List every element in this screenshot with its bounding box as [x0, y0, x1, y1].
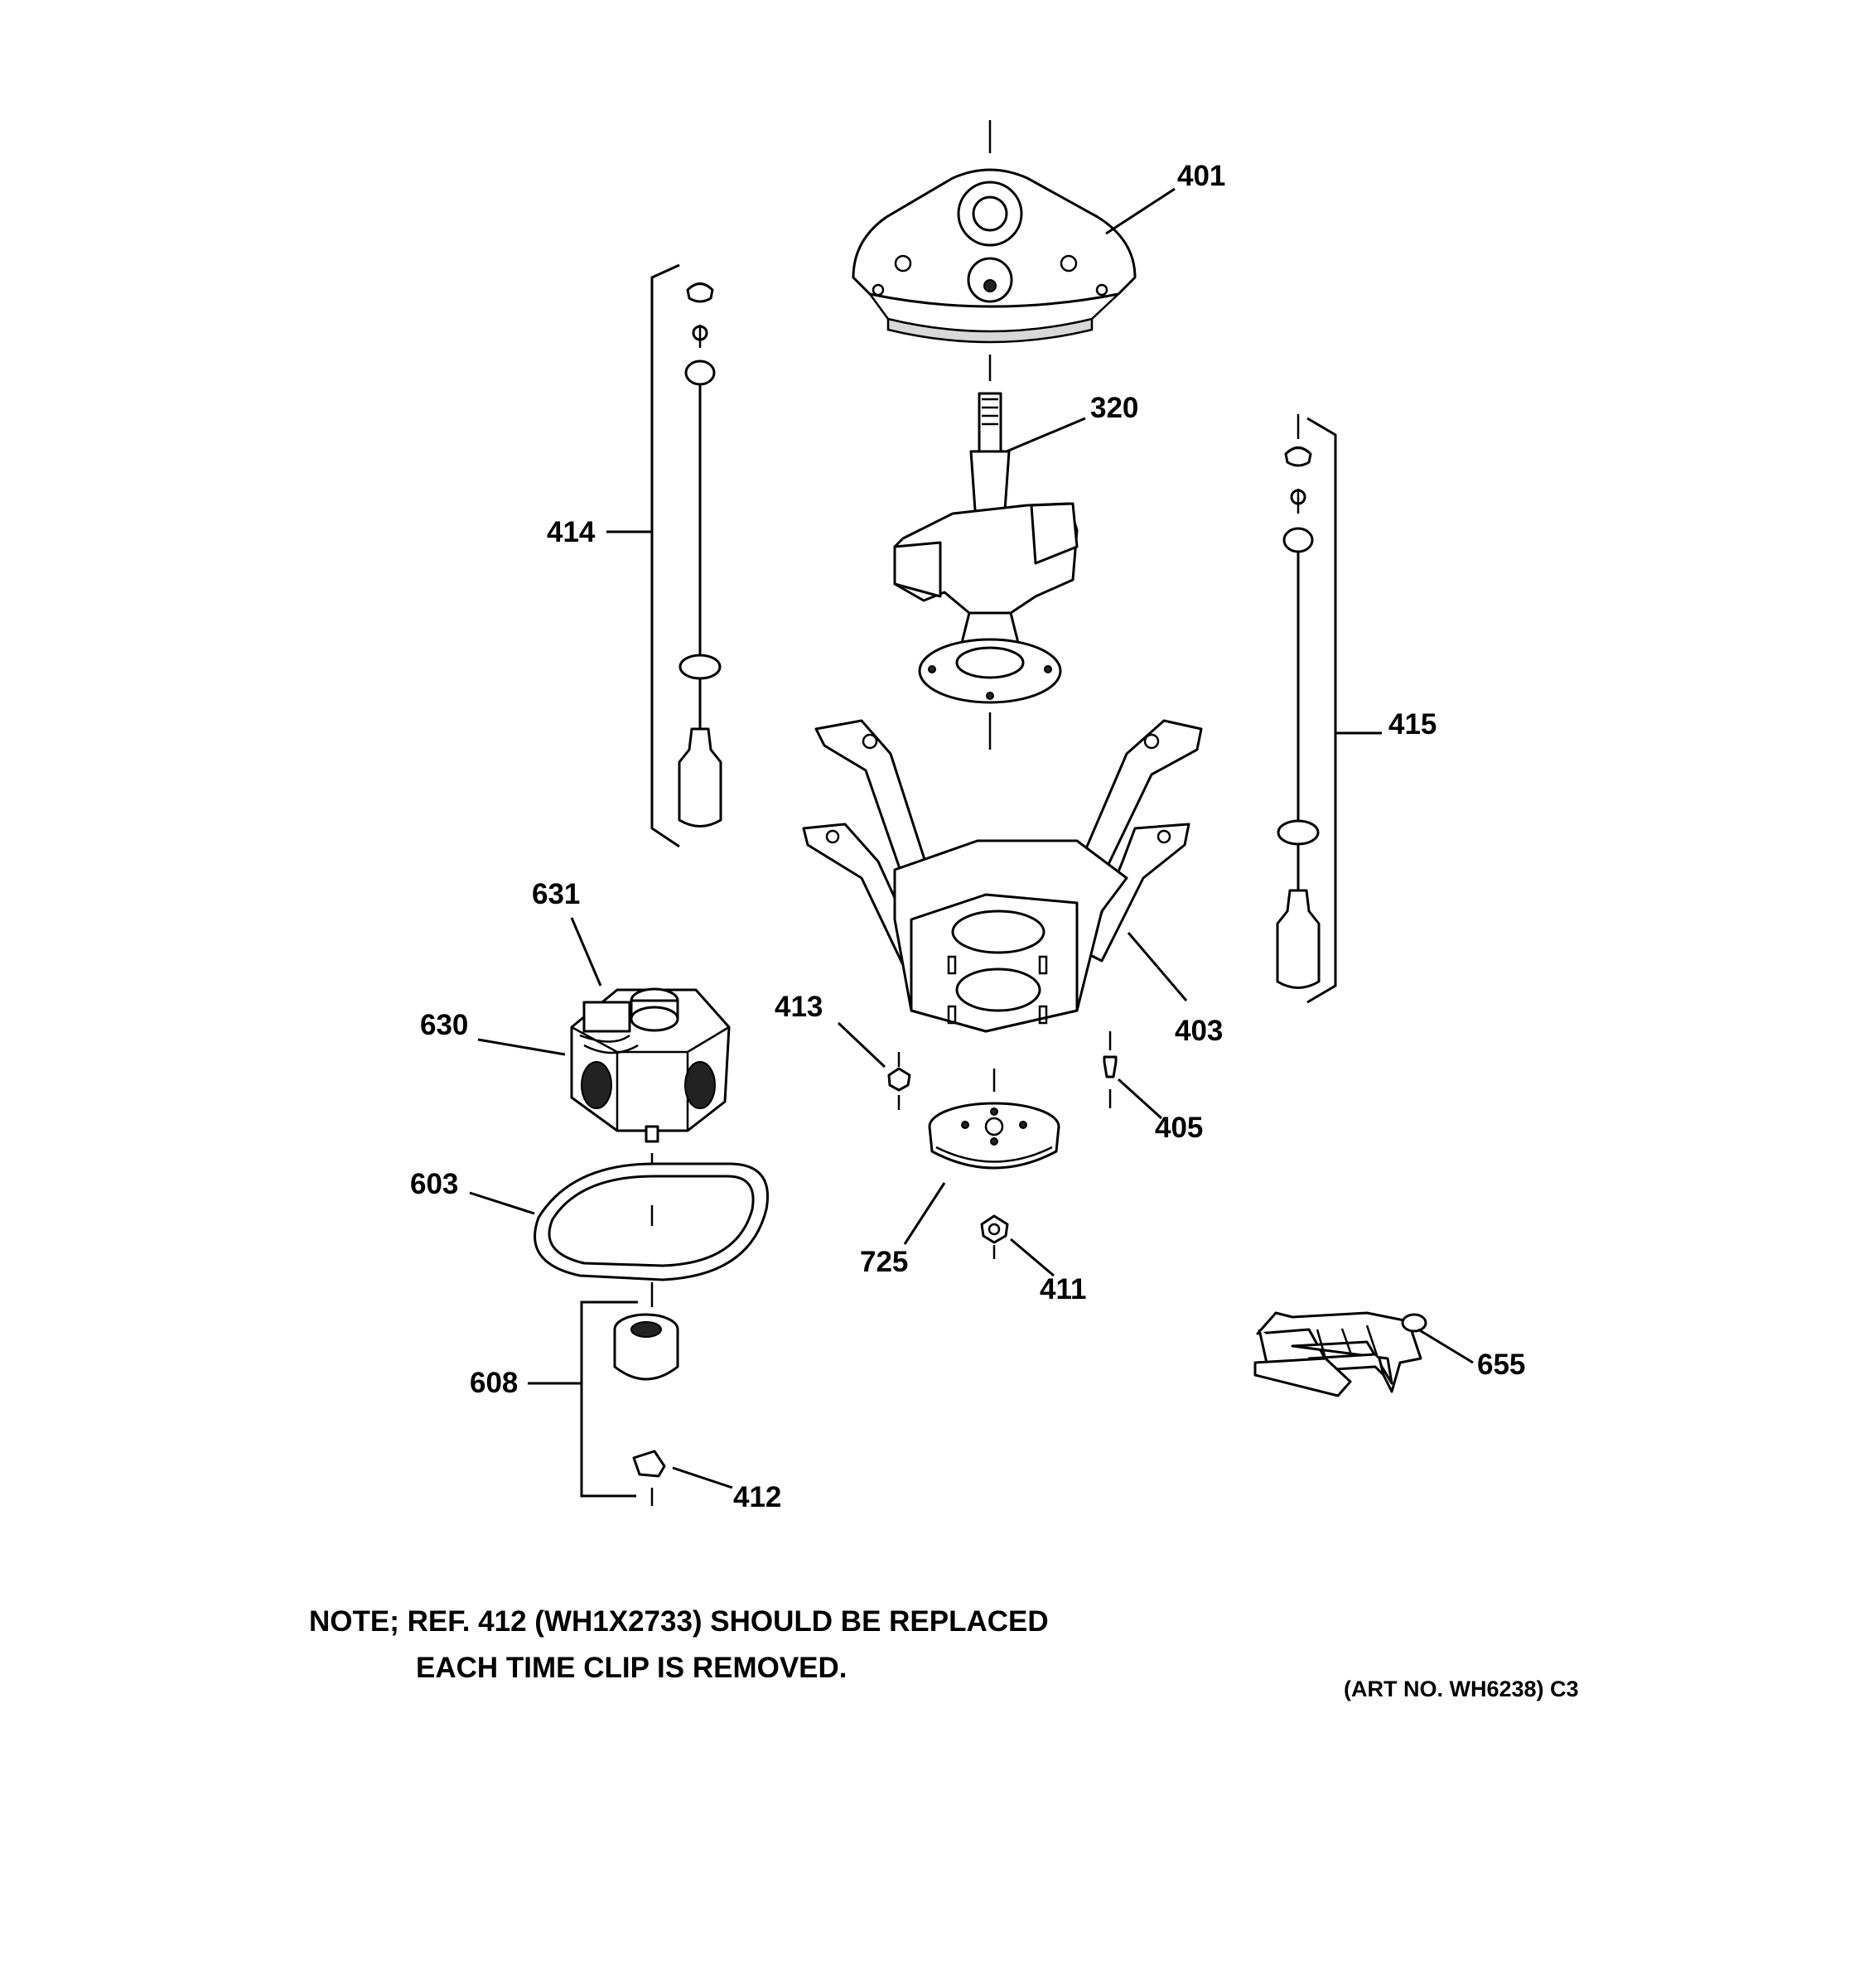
part-401-cover: [852, 120, 1176, 381]
label-603: 603: [410, 1168, 459, 1200]
part-412-clip: [632, 1450, 733, 1506]
label-415: 415: [1388, 708, 1437, 741]
note-line-2: EACH TIME CLIP IS REMOVED.: [416, 1652, 847, 1684]
part-414-suspension-rod: [606, 263, 722, 848]
part-320-transmission: [893, 392, 1086, 750]
label-401: 401: [1177, 160, 1226, 192]
label-320: 320: [1090, 392, 1139, 424]
label-630: 630: [420, 1009, 469, 1041]
label-403: 403: [1175, 1015, 1224, 1047]
part-405-screw: [1103, 1031, 1163, 1120]
part-608-pulley-kit: [528, 1282, 679, 1498]
label-413: 413: [775, 991, 823, 1023]
label-412: 412: [733, 1481, 782, 1513]
part-413-nut: [837, 1021, 911, 1110]
part-655-pump: [1253, 1311, 1474, 1397]
art-number: (ART NO. WH6238) C3: [1344, 1677, 1579, 1701]
part-411-nut: [980, 1214, 1055, 1277]
part-631-capacitor: [570, 917, 679, 1054]
label-411: 411: [1040, 1273, 1087, 1305]
label-608: 608: [470, 1367, 519, 1399]
label-631: 631: [532, 878, 581, 910]
part-603-belt: [469, 1162, 769, 1281]
label-405: 405: [1155, 1112, 1204, 1144]
label-655: 655: [1477, 1349, 1526, 1381]
part-415-suspension-rod: [1276, 414, 1382, 1004]
part-725-pulley: [903, 1069, 1060, 1245]
part-403-bracket: [802, 719, 1203, 1033]
label-414: 414: [547, 516, 596, 548]
note-line-1: NOTE; REF. 412 (WH1X2733) SHOULD BE REPL…: [309, 1605, 1049, 1638]
label-725: 725: [860, 1246, 909, 1278]
